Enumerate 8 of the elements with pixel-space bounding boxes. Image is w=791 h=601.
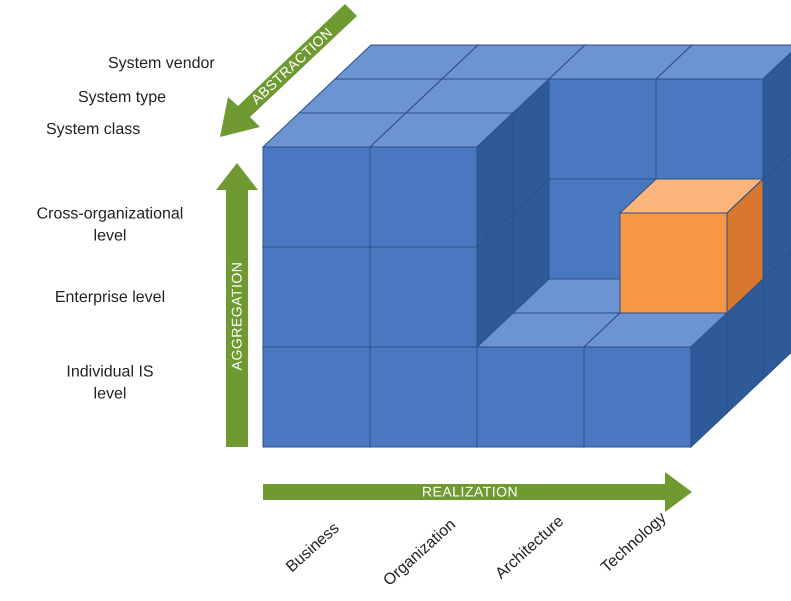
level-label: Individual IS level — [65, 362, 155, 404]
arrow-label: REALIZATION — [422, 482, 518, 502]
level-label: System type — [78, 88, 166, 108]
level-label: Enterprise level — [54, 288, 166, 308]
level-label: System vendor — [108, 54, 215, 74]
level-label: System class — [46, 120, 140, 140]
arrow-label: AGGREGATION — [228, 262, 246, 370]
level-label: Cross-organizational level — [36, 204, 184, 246]
